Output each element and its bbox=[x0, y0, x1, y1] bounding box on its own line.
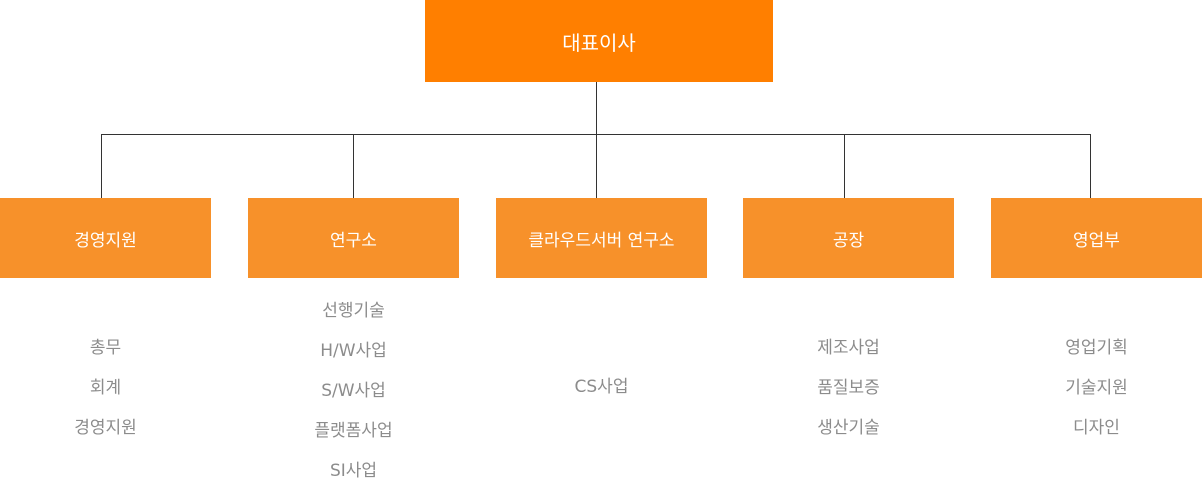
ceo-box: 대표이사 bbox=[425, 0, 773, 82]
sub-item: 총무 bbox=[89, 338, 122, 358]
sub-item: 플랫폼사업 bbox=[314, 421, 393, 441]
ceo-label: 대표이사 bbox=[562, 30, 636, 55]
dept-box-sales: 영업부 bbox=[991, 198, 1202, 278]
sub-item: 경영지원 bbox=[74, 418, 137, 438]
dept-label: 영업부 bbox=[1073, 230, 1120, 251]
sub-item: 품질보증 bbox=[817, 378, 880, 398]
dept-label: 경영지원 bbox=[74, 230, 137, 251]
dept-box-cloud-lab: 클라우드서버 연구소 bbox=[496, 198, 707, 278]
sub-item: 디자인 bbox=[1073, 418, 1120, 438]
sub-list-factory: 제조사업 품질보증 생산기술 bbox=[743, 328, 954, 448]
dept-box-factory: 공장 bbox=[743, 198, 954, 278]
sub-item: 회계 bbox=[89, 378, 122, 398]
sub-item: SI사업 bbox=[329, 461, 378, 481]
sub-list-management: 총무 회계 경영지원 bbox=[0, 328, 211, 448]
sub-list-cloud-lab: CS사업 bbox=[496, 367, 707, 407]
sub-item: CS사업 bbox=[574, 377, 629, 397]
dept-label: 공장 bbox=[832, 230, 865, 251]
dept-box-management: 경영지원 bbox=[0, 198, 211, 278]
sub-item: 기술지원 bbox=[1065, 378, 1128, 398]
sub-item: 제조사업 bbox=[817, 338, 880, 358]
sub-item: S/W사업 bbox=[321, 381, 386, 401]
sub-item: 선행기술 bbox=[322, 301, 385, 321]
dept-box-lab: 연구소 bbox=[248, 198, 459, 278]
sub-item: H/W사업 bbox=[320, 341, 387, 361]
sub-list-sales: 영업기획 기술지원 디자인 bbox=[991, 328, 1202, 448]
sub-item: 생산기술 bbox=[817, 418, 880, 438]
dept-label: 연구소 bbox=[330, 230, 377, 251]
sub-list-lab: 선행기술 H/W사업 S/W사업 플랫폼사업 SI사업 bbox=[248, 291, 459, 491]
sub-item: 영업기획 bbox=[1065, 338, 1128, 358]
dept-label: 클라우드서버 연구소 bbox=[528, 230, 675, 251]
